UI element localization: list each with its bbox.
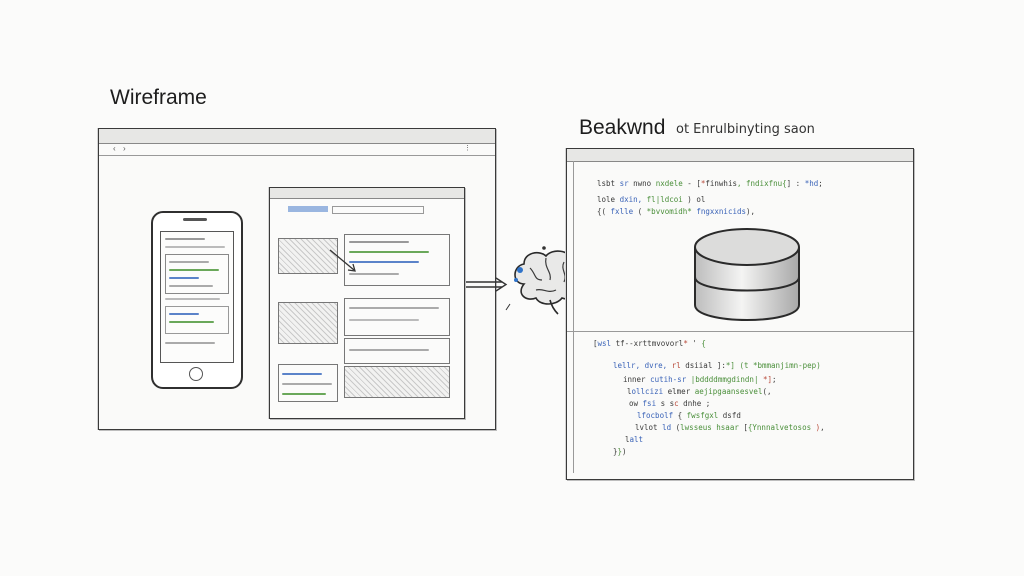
phone-speaker	[183, 218, 207, 221]
phone-home-button	[189, 367, 203, 381]
image-placeholder-2	[278, 302, 338, 344]
code-line: lollcizi elmer aejipgaansesvel(,	[627, 387, 772, 396]
code-line: [wsl tf--xrttmvovorl* ' {	[593, 339, 706, 348]
code-line: lvlot ld (lwsseus hsaar [{Ynnnalvetosos …	[635, 423, 825, 432]
wireframe-title: Wireframe	[110, 86, 207, 109]
image-placeholder-3	[344, 366, 450, 398]
backend-window: lsbt sr nwno nxdele - [*finwhis, fndixfn…	[566, 148, 914, 480]
database-icon	[694, 228, 800, 321]
phone-screen	[160, 231, 234, 363]
menu-icon: ⋮	[464, 145, 471, 152]
browser-address-bar: ‹ › ⋮	[99, 143, 495, 156]
phone-card	[165, 254, 229, 294]
content-card-3	[344, 338, 450, 364]
form-block	[278, 364, 338, 402]
inner-panel-search	[332, 206, 424, 214]
image-placeholder-1	[278, 238, 338, 274]
inner-wireframe-panel	[269, 187, 465, 419]
forward-icon: ›	[123, 144, 126, 153]
code-line: lfocbolf { fwsfgxl dsfd	[637, 411, 741, 420]
pointer-arrow-icon	[329, 249, 356, 272]
browser-tab-bar	[99, 129, 495, 144]
inner-panel-tab	[288, 206, 328, 212]
inner-panel-bar	[270, 188, 464, 199]
code-line: lole dxin, fl|ldcoi ) ol	[597, 195, 706, 204]
backend-title: Beakwnd	[579, 116, 666, 139]
browser-wireframe: ‹ › ⋮	[98, 128, 496, 430]
arrow-icon	[466, 277, 508, 292]
code-line: lalt	[625, 435, 644, 444]
code-line: {( fxlle ( *bvvomidh* fngxxnicids),	[597, 207, 756, 216]
content-card-2	[344, 298, 450, 336]
code-line: }})	[613, 447, 627, 456]
backend-toolbar	[567, 149, 913, 162]
phone-list	[165, 306, 229, 334]
code-line: ow fsi s sc dnhe ;	[629, 399, 711, 408]
phone-icon	[151, 211, 243, 389]
code-line: lellr, dvre, rl dsiial ]:*] (t *bmmanjim…	[613, 361, 821, 370]
code-divider	[567, 331, 913, 332]
back-icon: ‹	[113, 144, 116, 153]
content-card-1	[344, 234, 450, 286]
backend-subtitle: ot Enrulbinyting saon	[676, 122, 815, 137]
code-gutter	[573, 161, 574, 473]
code-line: lsbt sr nwno nxdele - [*finwhis, fndixfn…	[597, 179, 823, 188]
code-line: inner cutih-sr |bddddmmgdindn| *];	[623, 375, 777, 384]
